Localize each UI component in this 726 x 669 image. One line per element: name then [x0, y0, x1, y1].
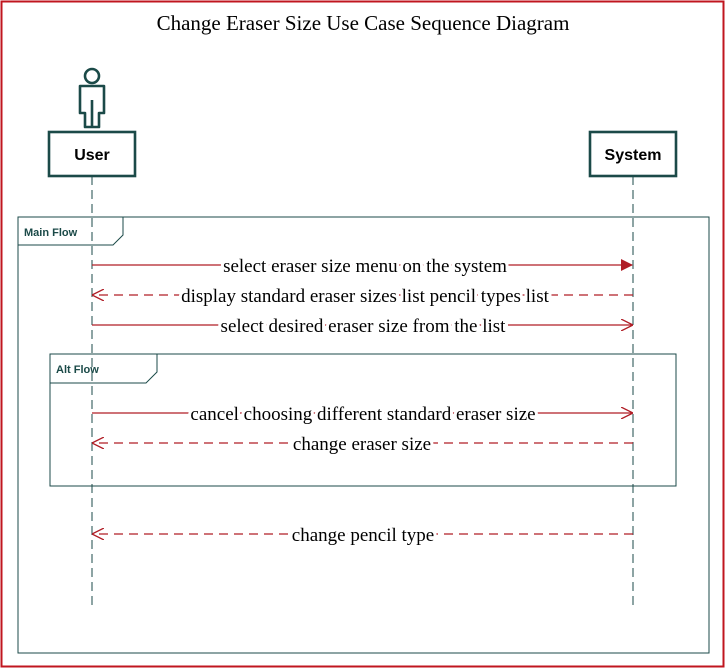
message-label: change pencil type — [292, 525, 434, 546]
message-select-eraser-size-menu: select eraser size menu on the system — [92, 253, 633, 280]
message-display-standard-eraser-sizes: display standard eraser sizes list penci… — [93, 283, 633, 310]
participant-user[interactable]: User — [47, 130, 137, 178]
participant-system[interactable]: System — [588, 130, 678, 178]
message-label: select eraser size menu on the system — [223, 256, 507, 277]
message-label: select desired eraser size from the list — [221, 316, 507, 337]
message-label: change eraser size — [293, 434, 431, 455]
message-cancel-choosing: cancel choosing different standard erase… — [92, 401, 632, 428]
participant-user-label: User — [74, 147, 110, 164]
alt-flow-frame: Alt Flow — [49, 353, 677, 487]
diagram-title: Change Eraser Size Use Case Sequence Dia… — [157, 11, 570, 35]
alt-flow-label: Alt Flow — [56, 364, 99, 376]
main-flow-label: Main Flow — [24, 227, 78, 239]
message-label: display standard eraser sizes list penci… — [181, 286, 549, 307]
participant-system-label: System — [605, 147, 662, 164]
person-icon — [78, 67, 106, 129]
message-select-desired-eraser-size: select desired eraser size from the list — [92, 313, 632, 340]
main-flow-frame: Main Flow — [17, 216, 710, 654]
message-change-pencil-type: change pencil type — [93, 522, 633, 549]
message-label: cancel choosing different standard erase… — [190, 404, 535, 425]
message-change-eraser-size: change eraser size — [93, 431, 633, 458]
